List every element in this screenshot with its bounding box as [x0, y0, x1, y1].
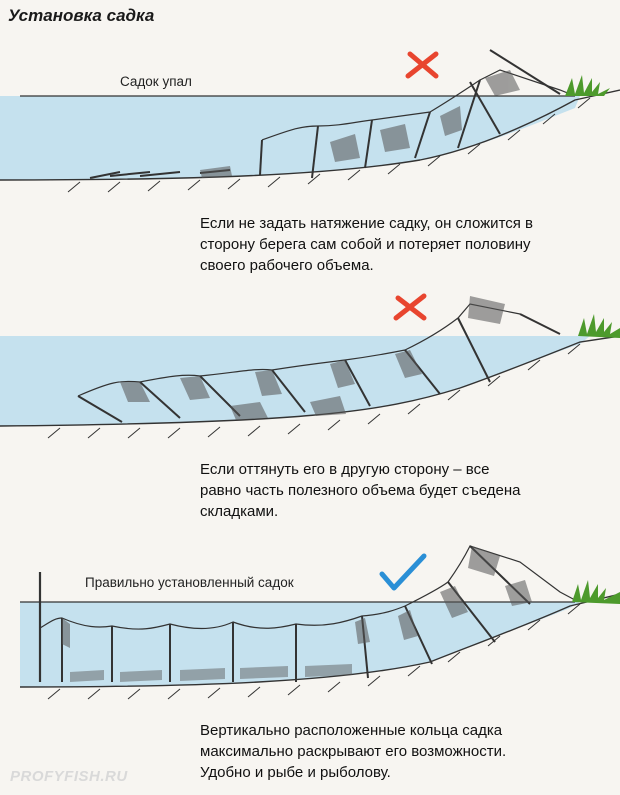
panel-3-label: Правильно установленный садок — [85, 575, 294, 590]
caption-line: Если оттянуть его в другую сторону – все — [200, 459, 521, 480]
grass — [565, 75, 610, 96]
scene-stretched-keepnet — [0, 278, 620, 453]
caption-line: Если не задать натяжение садку, он сложи… — [200, 213, 533, 234]
cross-mark — [408, 54, 436, 76]
scene-fallen-keepnet — [0, 30, 620, 205]
panel-3-caption: Вертикально расположенные кольца садка м… — [200, 720, 506, 783]
watermark: PROFYFISH.RU — [10, 768, 128, 785]
grass — [572, 580, 620, 604]
caption-line: своего рабочего объема. — [200, 255, 533, 276]
caption-line: максимально раскрывают его возможности. — [200, 741, 506, 762]
page-title: Установка садка — [8, 6, 154, 26]
panel-2-caption: Если оттянуть его в другую сторону – все… — [200, 459, 521, 522]
panel-1-label: Садок упал — [120, 74, 192, 89]
caption-line: сторону берега сам собой и потеряет поло… — [200, 234, 533, 255]
caption-line: равно часть полезного объема будет съеде… — [200, 480, 521, 501]
panel-1-caption: Если не задать натяжение садку, он сложи… — [200, 213, 533, 276]
caption-line: Вертикально расположенные кольца садка — [200, 720, 506, 741]
check-mark — [382, 556, 424, 588]
grass — [578, 314, 620, 338]
caption-line: Удобно и рыбе и рыболову. — [200, 762, 506, 783]
cross-mark — [396, 296, 424, 318]
scene-correct-keepnet — [0, 532, 620, 707]
water — [0, 336, 590, 426]
caption-line: складками. — [200, 501, 521, 522]
